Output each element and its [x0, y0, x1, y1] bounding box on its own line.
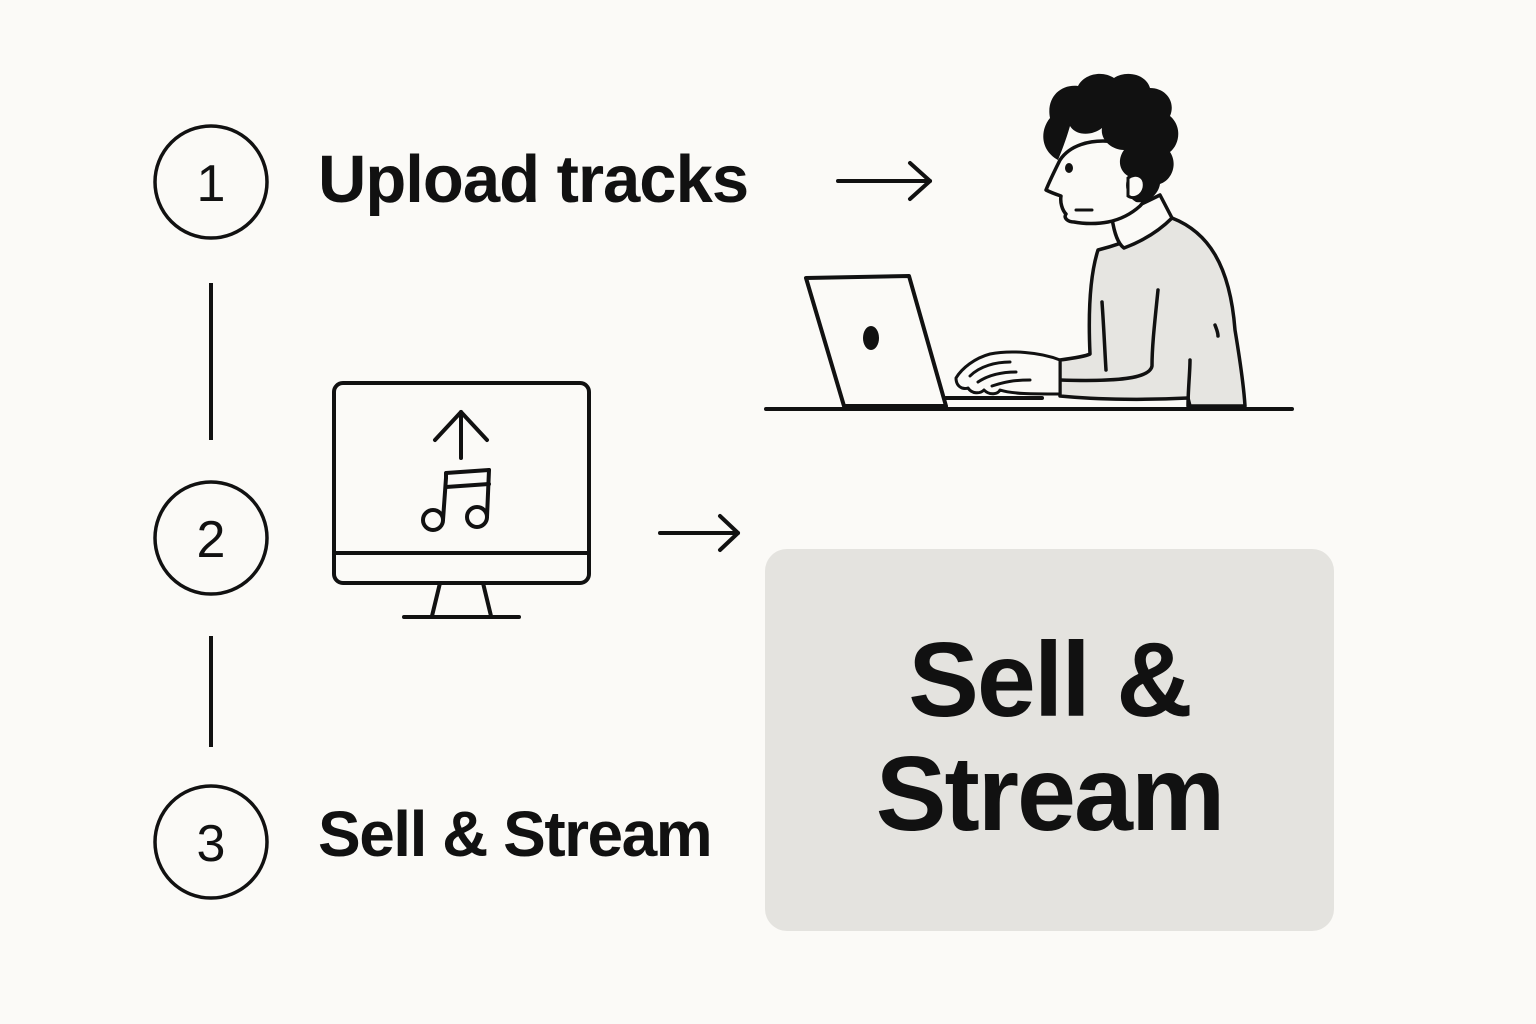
music-note-icon — [421, 468, 491, 532]
ear — [1126, 173, 1146, 200]
eye — [1065, 163, 1073, 173]
desktop-monitor-icon — [332, 381, 591, 619]
right-arrow-icon — [658, 514, 740, 552]
step-2-number: 2 — [197, 511, 226, 569]
laptop-logo — [863, 326, 879, 350]
right-arrow-icon — [836, 161, 932, 201]
arm-line — [1058, 288, 1220, 408]
step-1-label: Upload tracks — [318, 142, 749, 217]
upload-arrow-icon — [433, 410, 489, 460]
sell-stream-panel-text: Sell & Stream — [875, 620, 1225, 853]
hair — [1043, 73, 1179, 203]
step-3-number: 3 — [197, 815, 226, 873]
step-3-circle — [153, 784, 269, 900]
step-3-badge: 3 — [153, 784, 269, 900]
step-3-label: Sell & Stream — [318, 798, 713, 870]
finger-lines — [968, 360, 1032, 388]
sell-stream-panel: Sell & Stream — [765, 549, 1334, 931]
step-1-circle — [153, 124, 269, 240]
step-2-badge: 2 — [153, 480, 269, 596]
person-using-laptop-illustration — [764, 73, 1294, 411]
step-2-circle — [153, 480, 269, 596]
step-1-badge: 1 — [153, 124, 269, 240]
step-1-number: 1 — [197, 155, 226, 213]
